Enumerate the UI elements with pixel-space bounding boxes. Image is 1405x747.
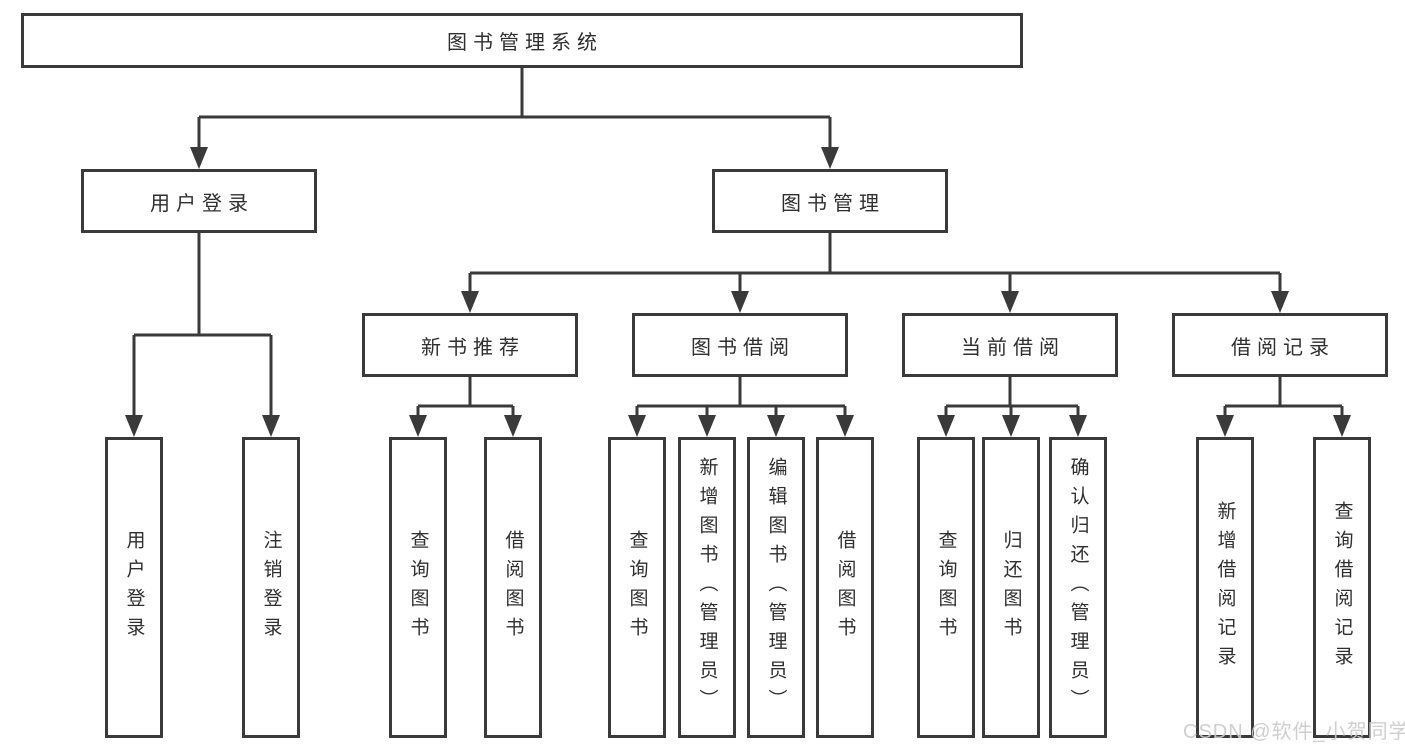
leaf-borrow-books-recommend-label: 借阅图书	[502, 529, 524, 646]
leaf-add-borrow-record-label: 新增借阅记录	[1214, 500, 1236, 675]
arrowheads	[125, 147, 1351, 437]
node-new-book-recommend-label: 新书推荐	[421, 336, 525, 359]
node-root: 图书管理系统	[21, 13, 1023, 68]
leaf-query-borrow-record-label: 查询借阅记录	[1331, 500, 1353, 675]
csdn-watermark: CSDN @软件_小贺同学	[1183, 721, 1405, 743]
leaf-user-login-label: 用户登录	[123, 529, 145, 646]
leaf-logout: 注销登录	[242, 437, 300, 738]
leaf-user-login: 用户登录	[105, 437, 163, 738]
leaf-query-books-borrow: 查询图书	[608, 437, 666, 738]
node-book-management-label: 图书管理	[781, 192, 885, 215]
node-borrow-records-label: 借阅记录	[1231, 336, 1335, 359]
leaf-query-borrow-record: 查询借阅记录	[1313, 437, 1371, 738]
leaf-add-borrow-record: 新增借阅记录	[1196, 437, 1254, 738]
leaf-return-books: 归还图书	[982, 437, 1040, 738]
node-current-borrow: 当前借阅	[902, 313, 1118, 377]
leaf-borrow-books: 借阅图书	[816, 437, 874, 738]
leaf-add-books-admin: 新增图书（管理员）	[678, 437, 736, 738]
node-user-login-label: 用户登录	[150, 192, 254, 215]
leaf-confirm-return-admin-label: 确认归还（管理员）	[1067, 457, 1089, 718]
leaf-borrow-books-label: 借阅图书	[834, 529, 856, 646]
node-book-borrow-label: 图书借阅	[691, 336, 795, 359]
leaf-return-books-label: 归还图书	[1000, 529, 1022, 646]
leaf-edit-books-admin-label: 编辑图书（管理员）	[765, 457, 787, 718]
leaf-borrow-books-recommend: 借阅图书	[484, 437, 542, 738]
node-book-management: 图书管理	[712, 169, 948, 233]
leaf-query-books-current-label: 查询图书	[935, 529, 957, 646]
node-book-borrow: 图书借阅	[632, 313, 848, 377]
node-new-book-recommend: 新书推荐	[362, 313, 578, 377]
node-current-borrow-label: 当前借阅	[961, 336, 1065, 359]
leaf-query-books-current: 查询图书	[917, 437, 975, 738]
connector-paths	[132, 68, 1344, 419]
node-root-label: 图书管理系统	[447, 32, 603, 54]
node-user-login: 用户登录	[81, 169, 317, 233]
leaf-query-books-recommend: 查询图书	[389, 437, 447, 738]
leaf-add-books-admin-label: 新增图书（管理员）	[696, 457, 718, 718]
leaf-query-books-borrow-label: 查询图书	[626, 529, 648, 646]
leaf-edit-books-admin: 编辑图书（管理员）	[747, 437, 805, 738]
leaf-query-books-recommend-label: 查询图书	[407, 529, 429, 646]
leaf-logout-label: 注销登录	[260, 529, 282, 646]
node-borrow-records: 借阅记录	[1172, 313, 1388, 377]
leaf-confirm-return-admin: 确认归还（管理员）	[1049, 437, 1107, 738]
